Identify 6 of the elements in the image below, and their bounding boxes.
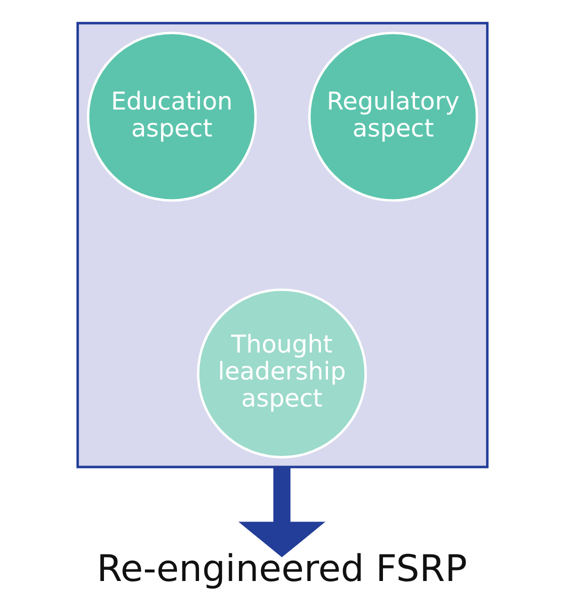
node-circle: Regulatory aspect bbox=[308, 32, 478, 202]
node-text: Re-engineered FSRP bbox=[96, 546, 468, 590]
node-circle: Thought leadership aspect bbox=[196, 288, 367, 458]
cluster bbox=[76, 22, 489, 468]
arrow bbox=[238, 467, 326, 558]
node-circle: Education aspect bbox=[86, 32, 257, 202]
